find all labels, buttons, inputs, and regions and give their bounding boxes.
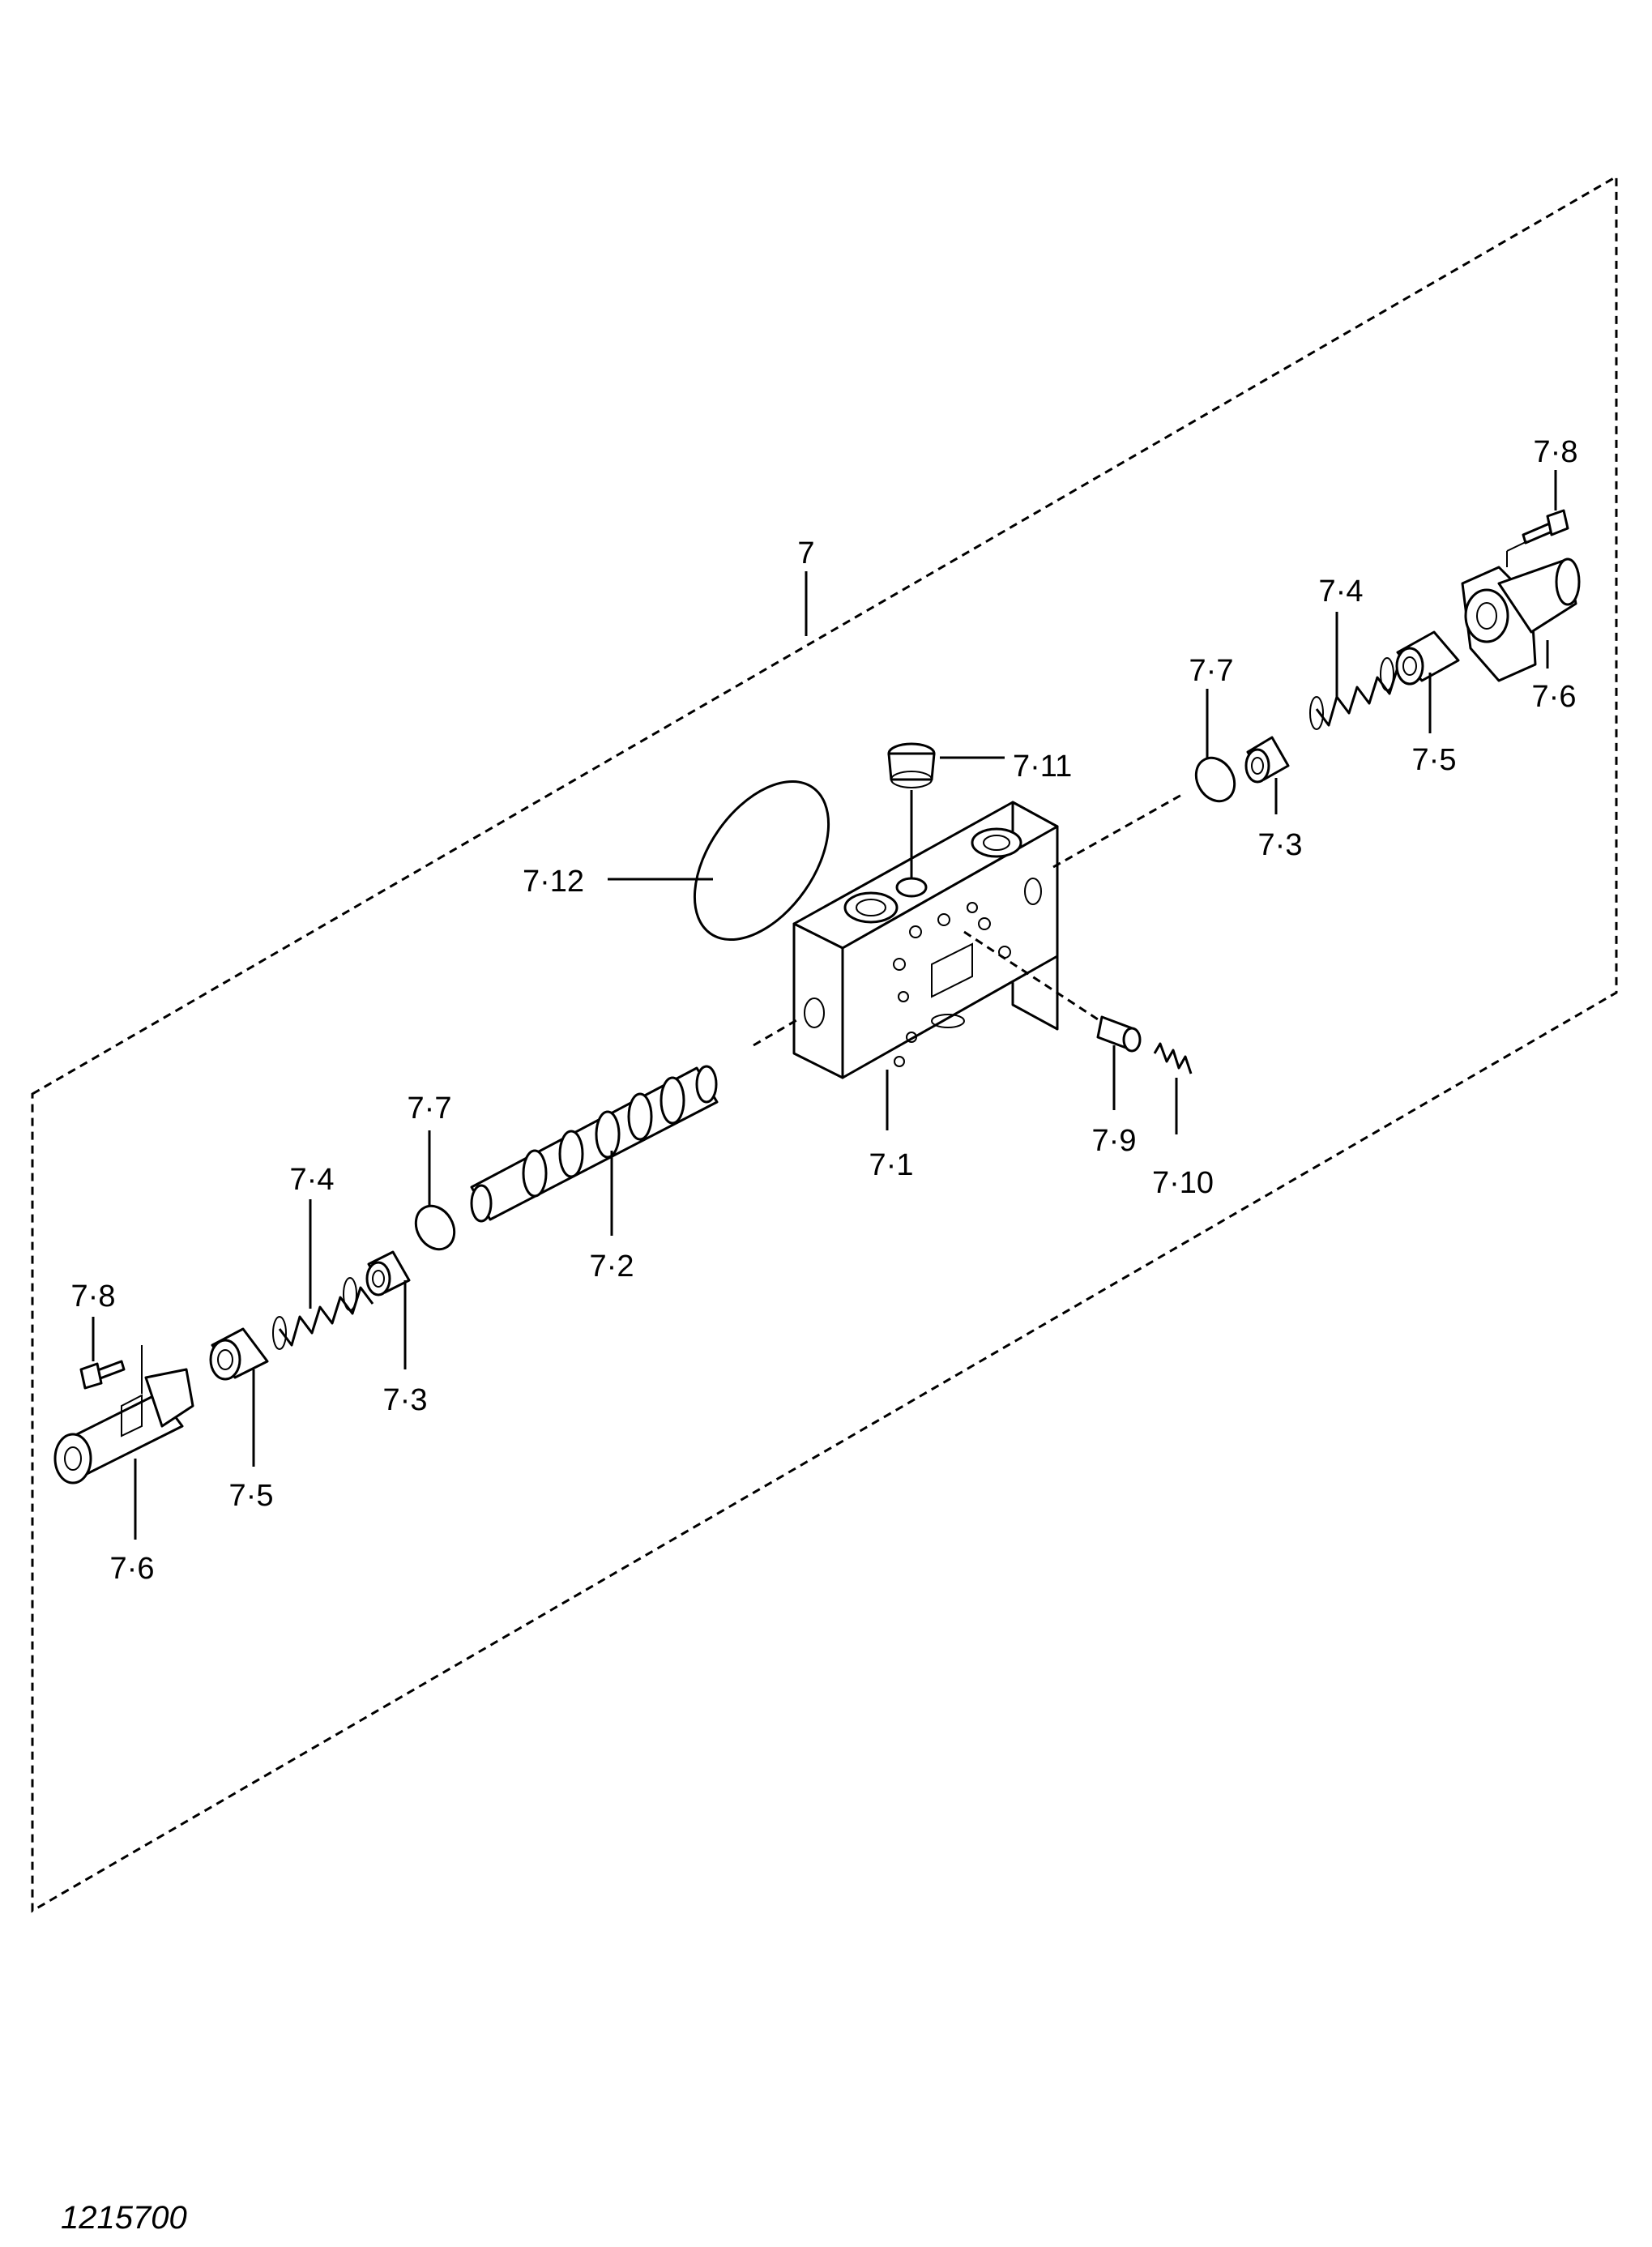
label-seat-left: 7·3 <box>383 1383 428 1417</box>
assembly-boundary <box>31 174 1618 1913</box>
seat-right <box>1244 736 1290 784</box>
label-bolt-left: 7·8 <box>71 1279 116 1314</box>
plug <box>887 742 936 788</box>
cap-right <box>1461 557 1581 682</box>
large-oring <box>693 780 830 942</box>
label-oring-left: 7·7 <box>408 1091 452 1126</box>
oring-right <box>1194 756 1236 803</box>
spool <box>470 1065 719 1223</box>
drawing-number: 1215700 <box>61 2200 187 2236</box>
cap-left <box>53 1368 194 1484</box>
retainer-left <box>209 1327 269 1381</box>
retainer-right <box>1395 630 1460 686</box>
label-poppet: 7·9 <box>1092 1124 1137 1158</box>
leader-lines <box>92 470 1557 1540</box>
label-assembly: 7 <box>797 536 814 570</box>
label-spring-left: 7·4 <box>290 1163 335 1197</box>
label-oring-right: 7·7 <box>1189 654 1234 688</box>
label-retainer-left: 7·5 <box>229 1479 274 1513</box>
seat-left <box>365 1250 411 1297</box>
label-seat-right: 7·3 <box>1258 828 1303 862</box>
label-cap-right: 7·6 <box>1532 680 1577 714</box>
label-spool: 7·2 <box>590 1250 634 1284</box>
label-large-oring: 7·12 <box>523 865 584 899</box>
label-cap-left: 7·6 <box>110 1552 155 1586</box>
valve-body <box>792 801 1059 1079</box>
label-plug: 7·11 <box>1013 750 1072 784</box>
axis-line-left <box>753 1018 799 1047</box>
label-body: 7·1 <box>869 1148 914 1182</box>
label-small-spring: 7·10 <box>1152 1166 1214 1200</box>
bolt-left <box>79 1345 143 1394</box>
oring-left <box>414 1204 456 1251</box>
label-retainer-right: 7·5 <box>1412 743 1457 777</box>
label-spring-right: 7·4 <box>1319 575 1364 609</box>
label-bolt-right: 7·8 <box>1534 435 1578 469</box>
axis-line-right <box>1052 792 1184 869</box>
poppet <box>1096 1015 1142 1053</box>
small-spring <box>1153 1042 1193 1074</box>
spring-left <box>272 1277 374 1350</box>
bolt-right <box>1506 509 1569 567</box>
